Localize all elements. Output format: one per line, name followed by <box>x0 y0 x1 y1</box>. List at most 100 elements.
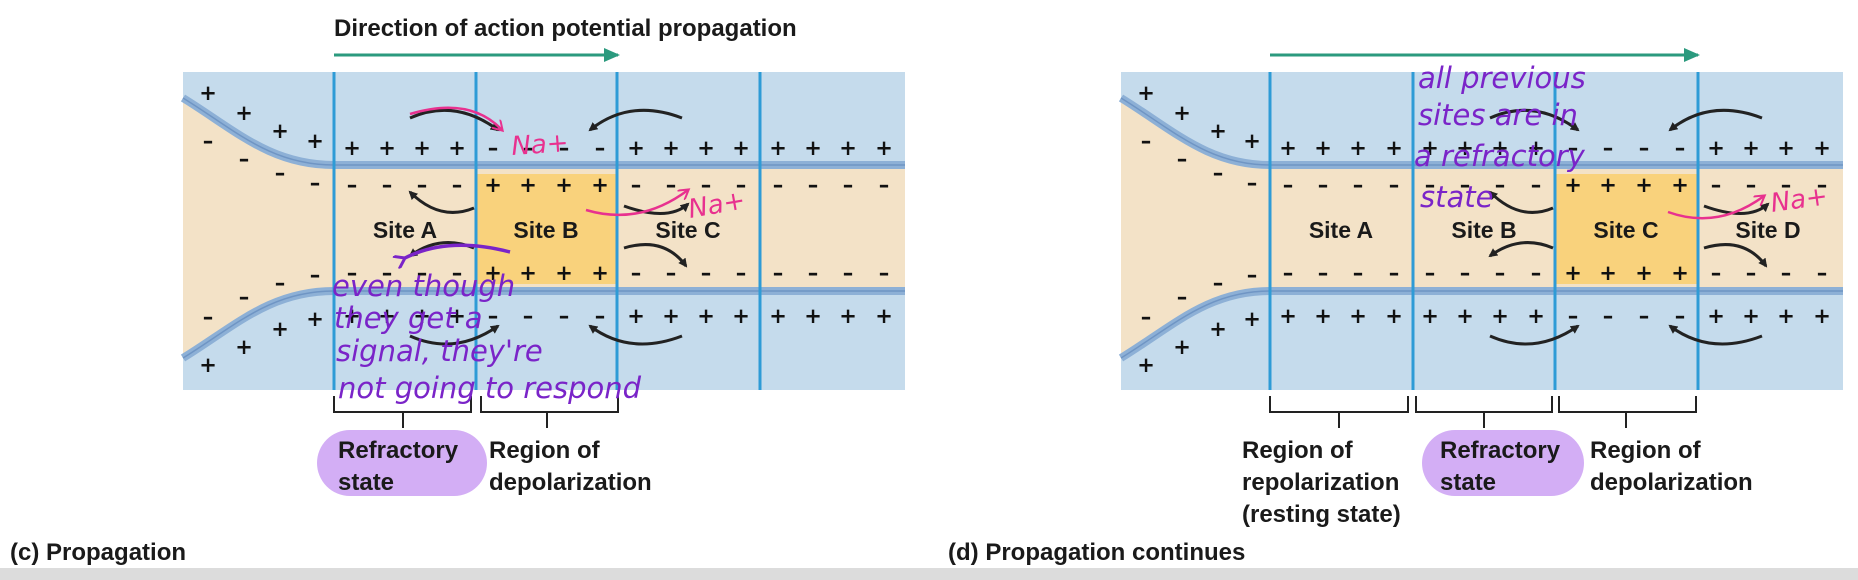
svg-text:+: + <box>1527 136 1545 160</box>
site-a-label-d: Site A <box>1309 217 1373 243</box>
panel-d: ++++ –––– ++++ –––– ++++ –––– –––– ++++ … <box>948 48 1843 566</box>
svg-text:–: – <box>239 147 250 171</box>
repolarization-region-label: Region of repolarization (resting state) <box>1242 437 1406 528</box>
svg-text:–: – <box>1639 136 1650 160</box>
svg-text:+: + <box>271 317 289 341</box>
svg-text:+: + <box>306 129 324 153</box>
svg-text:–: – <box>1675 136 1686 160</box>
svg-text:+: + <box>306 307 324 331</box>
svg-text:+: + <box>804 136 822 160</box>
svg-text:+: + <box>1813 136 1831 160</box>
svg-text:–: – <box>1639 304 1650 328</box>
svg-text:+: + <box>697 304 715 328</box>
svg-text:–: – <box>1495 173 1506 197</box>
site-c-label-d: Site C <box>1593 217 1658 243</box>
svg-text:–: – <box>631 261 642 285</box>
handwritten-annotations-d: all previous sites are in a refractory s… <box>1414 61 1830 220</box>
svg-text:+: + <box>627 136 645 160</box>
svg-text:–: – <box>1425 173 1436 197</box>
svg-text:+: + <box>839 136 857 160</box>
svg-text:+: + <box>1456 304 1474 328</box>
svg-text:+: + <box>769 304 787 328</box>
svg-text:–: – <box>275 271 286 295</box>
svg-text:–: – <box>1141 305 1152 329</box>
svg-text:–: – <box>1817 173 1828 197</box>
region-brackets-d <box>1269 396 1697 428</box>
svg-text:–: – <box>1318 173 1329 197</box>
handwritten-annotations-c: Na+ Na+ even though they get a signal, t… <box>332 106 748 405</box>
svg-text:–: – <box>347 261 358 285</box>
svg-text:–: – <box>1353 261 1364 285</box>
svg-text:+: + <box>1349 304 1367 328</box>
svg-text:–: – <box>1177 147 1188 171</box>
svg-text:+: + <box>1777 304 1795 328</box>
svg-text:+: + <box>1742 304 1760 328</box>
axon-interior-d <box>1121 98 1843 358</box>
svg-text:–: – <box>559 304 570 328</box>
svg-text:+: + <box>235 101 253 125</box>
svg-text:–: – <box>1531 261 1542 285</box>
svg-text:+: + <box>1813 304 1831 328</box>
svg-text:–: – <box>1389 261 1400 285</box>
site-b-label: Site B <box>513 217 578 243</box>
svg-text:+: + <box>199 353 217 377</box>
svg-text:–: – <box>843 173 854 197</box>
svg-text:–: – <box>631 173 642 197</box>
svg-text:+: + <box>1456 136 1474 160</box>
svg-text:+: + <box>1385 136 1403 160</box>
svg-text:+: + <box>555 261 573 285</box>
svg-text:+: + <box>697 136 715 160</box>
svg-text:+: + <box>1635 173 1653 197</box>
svg-text:+: + <box>1599 173 1617 197</box>
svg-text:–: – <box>523 136 534 160</box>
svg-text:–: – <box>452 261 463 285</box>
svg-text:–: – <box>808 173 819 197</box>
svg-text:+: + <box>1279 304 1297 328</box>
site-d-label-d: Site D <box>1735 217 1800 243</box>
svg-text:+: + <box>1243 129 1261 153</box>
current-flow-arrows-d <box>1488 108 1770 346</box>
svg-text:+: + <box>484 261 502 285</box>
charge-symbols-d: ++++ –––– ++++ –––– ++++ –––– –––– ++++ … <box>1137 81 1831 377</box>
svg-text:+: + <box>1599 261 1617 285</box>
svg-text:–: – <box>773 173 784 197</box>
svg-text:+: + <box>1742 136 1760 160</box>
svg-text:–: – <box>417 261 428 285</box>
svg-text:–: – <box>347 173 358 197</box>
svg-text:–: – <box>1213 161 1224 185</box>
svg-text:+: + <box>732 304 750 328</box>
svg-text:–: – <box>1141 129 1152 153</box>
svg-text:–: – <box>382 173 393 197</box>
svg-text:+: + <box>1707 304 1725 328</box>
svg-text:+: + <box>235 335 253 359</box>
svg-text:+: + <box>1209 119 1227 143</box>
svg-text:+: + <box>804 304 822 328</box>
svg-text:–: – <box>1460 173 1471 197</box>
svg-text:+: + <box>1209 317 1227 341</box>
svg-text:+: + <box>1707 136 1725 160</box>
svg-text:+: + <box>839 304 857 328</box>
svg-text:+: + <box>378 136 396 160</box>
region-brackets <box>333 396 619 428</box>
svg-text:+: + <box>1564 173 1582 197</box>
panel-d-caption: (d) Propagation continues <box>948 539 1245 566</box>
svg-text:+: + <box>1173 335 1191 359</box>
svg-text:–: – <box>1283 261 1294 285</box>
svg-text:+: + <box>1137 353 1155 377</box>
svg-text:–: – <box>1318 261 1329 285</box>
svg-text:+: + <box>413 136 431 160</box>
svg-text:+: + <box>1527 304 1545 328</box>
svg-text:+: + <box>1421 304 1439 328</box>
svg-text:+: + <box>1314 304 1332 328</box>
charge-symbols: ++++ –––– ++++ –––– ++++ –––– –––– ++++ … <box>199 81 893 377</box>
depolarized-site-b <box>476 174 617 284</box>
svg-text:–: – <box>736 261 747 285</box>
svg-text:+: + <box>1349 136 1367 160</box>
svg-text:+: + <box>1671 173 1689 197</box>
svg-text:+: + <box>1491 304 1509 328</box>
svg-text:+: + <box>1671 261 1689 285</box>
purple-note-d: all previous sites are in a refractory s… <box>1414 61 1595 214</box>
svg-text:–: – <box>1746 261 1757 285</box>
svg-text:+: + <box>1777 136 1795 160</box>
